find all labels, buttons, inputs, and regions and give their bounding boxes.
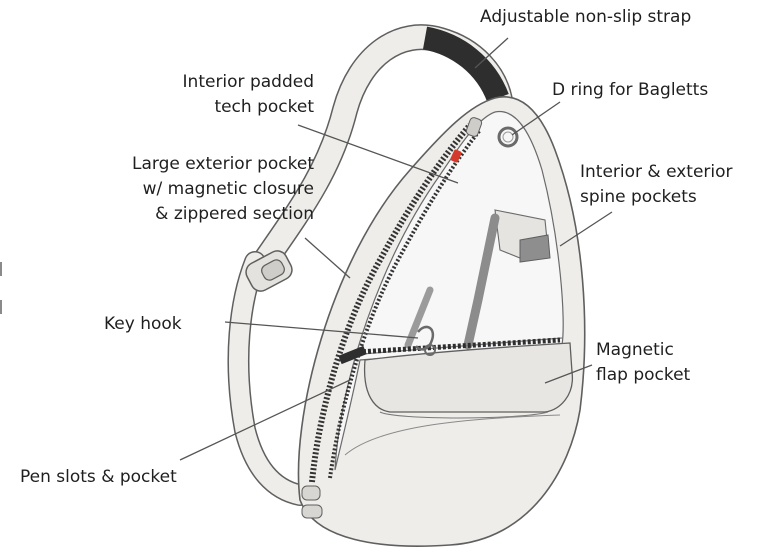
label-exterior-pocket-line2: w/ magnetic closure bbox=[70, 177, 314, 202]
label-d-ring: D ring for Bagletts bbox=[552, 78, 708, 103]
label-spine-pockets: Interior & exterior spine pockets bbox=[580, 160, 733, 210]
label-exterior-pocket-line3: & zippered section bbox=[70, 202, 314, 227]
bag-body bbox=[298, 97, 584, 546]
label-strap-text: Adjustable non-slip strap bbox=[480, 7, 691, 27]
label-key-hook: Key hook bbox=[104, 312, 182, 337]
edge-tick-mark bbox=[0, 300, 2, 314]
label-spine-pockets-line2: spine pockets bbox=[580, 185, 733, 210]
label-spine-pockets-line1: Interior & exterior bbox=[580, 160, 733, 185]
label-flap-pocket-line2: flap pocket bbox=[596, 363, 690, 388]
label-exterior-pocket-line1: Large exterior pocket bbox=[70, 152, 314, 177]
leader-exterior-pocket bbox=[305, 238, 350, 278]
label-d-ring-text: D ring for Bagletts bbox=[552, 80, 708, 100]
label-strap: Adjustable non-slip strap bbox=[480, 5, 691, 30]
label-exterior-pocket: Large exterior pocket w/ magnetic closur… bbox=[70, 152, 314, 227]
label-tech-pocket-line2: tech pocket bbox=[128, 95, 314, 120]
label-flap-pocket: Magnetic flap pocket bbox=[596, 338, 690, 388]
label-flap-pocket-line1: Magnetic bbox=[596, 338, 690, 363]
edge-tick-mark bbox=[0, 262, 2, 276]
label-tech-pocket: Interior padded tech pocket bbox=[128, 70, 314, 120]
label-key-hook-text: Key hook bbox=[104, 314, 182, 334]
label-pen-slots-text: Pen slots & pocket bbox=[20, 467, 177, 487]
label-tech-pocket-line1: Interior padded bbox=[128, 70, 314, 95]
label-pen-slots: Pen slots & pocket bbox=[20, 465, 177, 490]
